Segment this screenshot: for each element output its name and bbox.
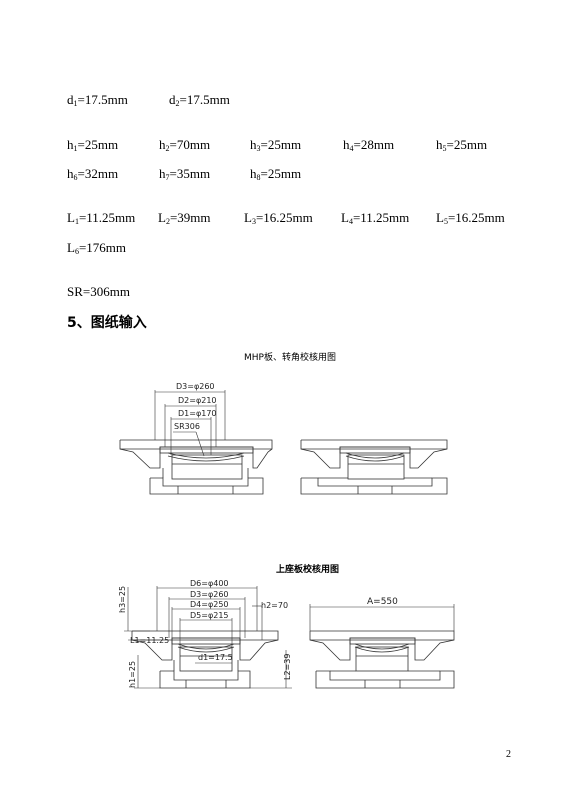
fig1-left-bearing [119,439,273,495]
param-L6: L6=176mm [67,240,127,256]
fig2-label-l2: L2=39 [283,654,292,680]
param-h5: h5=25mm [436,137,488,153]
fig2-label-d6: D6=φ400 [190,579,229,588]
fig2-label-d4: D4=φ250 [190,600,229,609]
section-heading: 5、图纸输入 [67,315,147,331]
param-h8: h8=25mm [250,166,302,182]
fig2-label-h3: h3=25 [118,586,127,613]
fig2-right-bearing [309,630,455,689]
param-h4: h4=28mm [343,137,395,153]
fig1-label-d2: D2=φ210 [178,396,217,405]
param-L2: L2=39mm [158,210,211,226]
page-number: 2 [506,749,511,760]
param-h6: h6=32mm [67,166,119,182]
fig2-label-d5: D5=φ215 [190,611,229,620]
param-h3: h3=25mm [250,137,302,153]
fig1-label-d3: D3=φ260 [176,382,215,391]
param-d2: d2=17.5mm [169,92,230,108]
figure1-title: MHP板、转角校核用图 [244,353,336,363]
param-d1: d1=17.5mm [67,92,128,108]
fig2-label-h1: h1=25 [128,661,137,688]
param-h7: h7=35mm [159,166,211,182]
param-L5: L5=16.25mm [436,210,505,226]
fig2-a-dimension [309,604,455,631]
param-h1: h1=25mm [67,137,119,153]
fig2-label-a: A=550 [367,597,398,607]
param-sr: SR=306mm [67,284,130,299]
fig1-label-sr: SR306 [174,422,200,431]
param-L1: L1=11.25mm [67,210,136,226]
figure2-title: 上座板校核用图 [276,565,340,575]
fig2-label-l1: L1=11.25 [130,636,169,645]
fig1-right-bearing [300,439,448,495]
fig2-label-d1: d1=17.5 [198,653,233,662]
fig1-label-d1: D1=φ170 [178,409,217,418]
fig1-dimension-lines [154,390,226,457]
fig2-label-h2: h2=70 [261,601,288,610]
param-h2: h2=70mm [159,137,211,153]
param-L4: L4=11.25mm [341,210,410,226]
fig2-label-d3: D3=φ260 [190,590,229,599]
param-L3: L3=16.25mm [244,210,313,226]
fig2-dimension-lines [124,586,292,689]
